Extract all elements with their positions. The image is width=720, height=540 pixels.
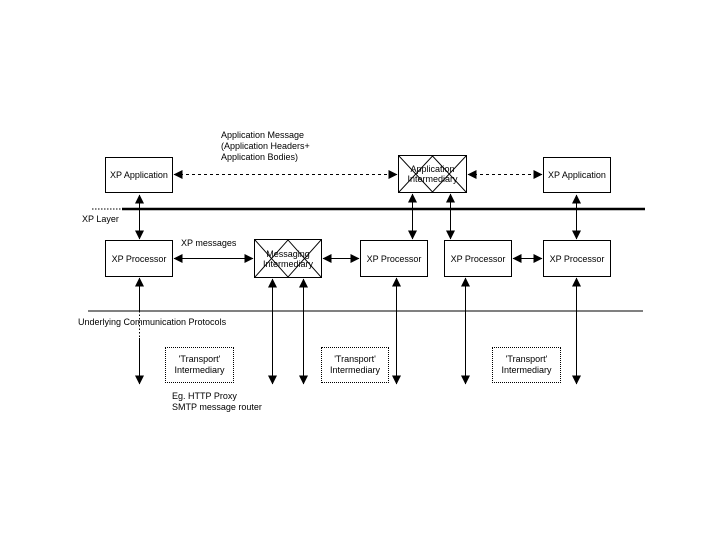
xp-processor-1-box: XP Processor — [105, 240, 173, 277]
xp-processor-2-box: XP Processor — [360, 240, 428, 277]
xp-application-right-box: XP Application — [543, 157, 611, 193]
messaging-intermediary-box: Messaging Intermediary — [254, 239, 322, 278]
underlying-protocols-label: Underlying Communication Protocols — [78, 317, 227, 327]
application-intermediary-box: Application Intermediary — [398, 155, 467, 193]
transport-intermediary-2-box: 'Transport' Intermediary — [321, 347, 389, 383]
xp-application-left-label: XP Application — [110, 170, 168, 180]
xp-processor-2-label: XP Processor — [366, 253, 422, 264]
xp-application-right-label: XP Application — [548, 170, 606, 180]
xp-processor-3-box: XP Processor — [444, 240, 512, 277]
transport-intermediary-2-label: 'Transport' Intermediary — [329, 354, 381, 375]
application-intermediary-label: Application Intermediary — [407, 164, 458, 184]
example-note: Eg. HTTP Proxy SMTP message router — [172, 391, 262, 412]
xp-processor-1-label: XP Processor — [111, 253, 167, 264]
transport-intermediary-1-box: 'Transport' Intermediary — [165, 347, 234, 383]
xp-application-left-box: XP Application — [105, 157, 173, 193]
envelope-icon — [399, 156, 466, 192]
envelope-icon — [255, 240, 321, 277]
application-message-note: Application Message (Application Headers… — [221, 130, 310, 162]
transport-intermediary-1-label: 'Transport' Intermediary — [174, 354, 225, 375]
xp-layer-label: XP Layer — [82, 214, 119, 224]
xp-messages-label: XP messages — [181, 238, 237, 248]
xp-processor-4-label: XP Processor — [549, 253, 605, 264]
messaging-intermediary-label: Messaging Intermediary — [262, 248, 314, 269]
xp-processor-4-box: XP Processor — [543, 240, 611, 277]
transport-intermediary-3-box: 'Transport' Intermediary — [492, 347, 561, 383]
transport-intermediary-3-label: 'Transport' Intermediary — [501, 354, 552, 375]
xp-processor-3-label: XP Processor — [450, 253, 506, 264]
